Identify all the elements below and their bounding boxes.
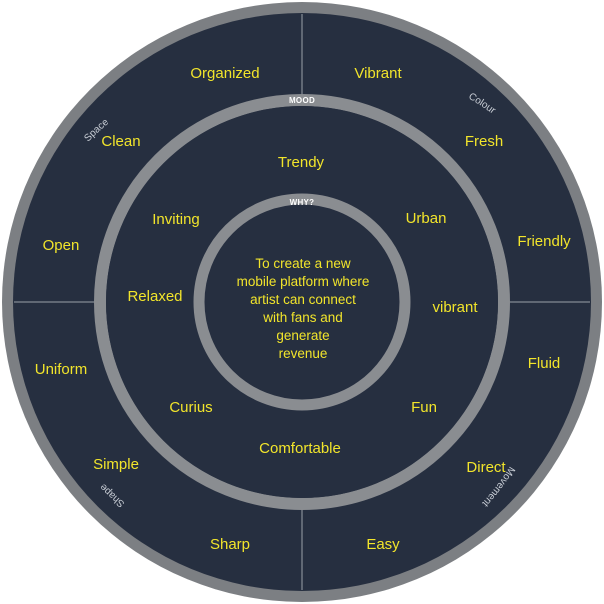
mood-ring — [94, 94, 510, 510]
mood-word-urban: Urban — [406, 210, 447, 227]
movement-word-easy: Easy — [366, 536, 400, 553]
mood-word-relaxed: Relaxed — [127, 288, 182, 305]
why-ring-label: WHY? — [290, 198, 315, 207]
center-line-1: To create a new — [255, 256, 351, 271]
shape-word-sharp: Sharp — [210, 536, 250, 553]
space-word-open: Open — [43, 237, 80, 254]
mood-word-trendy: Trendy — [278, 154, 325, 171]
mood-word-comfortable: Comfortable — [259, 440, 341, 457]
why-ring — [193, 193, 411, 411]
mood-word-curius: Curius — [169, 399, 212, 416]
center-line-4: with fans and — [262, 310, 343, 325]
mood-word-fun: Fun — [411, 399, 437, 416]
colour-word-fresh: Fresh — [465, 133, 503, 150]
colour-word-friendly: Friendly — [517, 233, 571, 250]
space-word-clean: Clean — [101, 133, 140, 150]
center-line-3: artist can connect — [250, 292, 356, 307]
center-line-6: revenue — [279, 346, 328, 361]
movement-word-direct: Direct — [466, 459, 506, 476]
space-word-organized: Organized — [190, 65, 259, 82]
movement-word-fluid: Fluid — [528, 355, 561, 372]
mood-word-vibrant: vibrant — [432, 299, 478, 316]
mood-ring-label: MOOD — [289, 96, 315, 105]
center-line-5: generate — [276, 328, 329, 343]
shape-word-simple: Simple — [93, 456, 139, 473]
mood-word-inviting: Inviting — [152, 211, 200, 228]
why-disc — [205, 205, 399, 399]
center-line-2: mobile platform where — [237, 274, 370, 289]
shape-word-uniform: Uniform — [35, 361, 88, 378]
colour-word-vibrant: Vibrant — [354, 65, 402, 82]
